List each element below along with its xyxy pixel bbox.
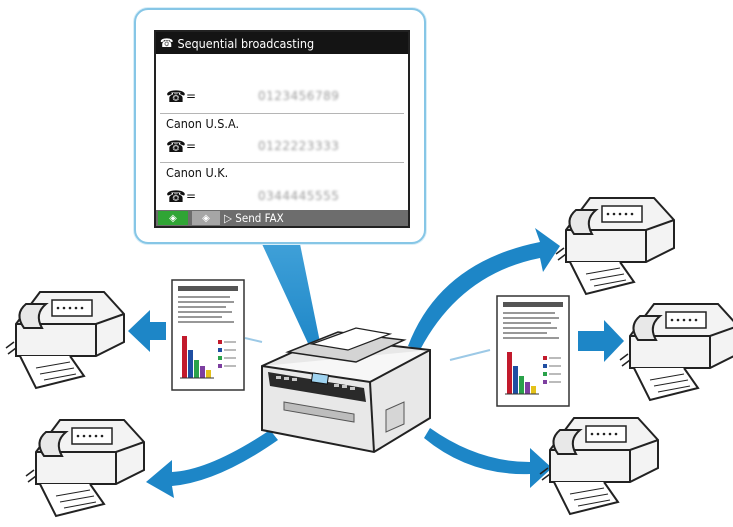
arrow-to-top-right-fax xyxy=(408,228,560,350)
fax-number: 0344445555 xyxy=(258,189,340,203)
document-icon xyxy=(496,295,570,407)
arrow-to-bottom-right-fax xyxy=(424,428,552,488)
broadcast-fax-icon: ☎ xyxy=(160,36,174,50)
lcd-title-bar: ☎ Sequential broadcasting xyxy=(156,32,408,54)
equals-sign: = xyxy=(186,139,197,153)
recipient-name: Canon U.K. xyxy=(166,165,229,180)
callout-beam xyxy=(262,244,322,352)
recipient-row-2[interactable]: ☎ = 0122223333 xyxy=(156,134,408,158)
arrow-to-right-fax xyxy=(578,320,624,362)
fax-machine-icon xyxy=(25,419,145,517)
phone-icon: ☎ xyxy=(166,186,186,206)
black-start-icon[interactable]: ◈ xyxy=(192,211,220,225)
phone-icon: ☎ xyxy=(166,86,186,106)
printer-icon xyxy=(261,327,431,454)
lcd-screen: ☎ Sequential broadcasting ☎ = 0123456789… xyxy=(154,30,410,228)
fax-machine-icon xyxy=(5,291,125,389)
fax-machine-icon xyxy=(619,303,733,401)
arrow-to-bottom-left-fax xyxy=(146,430,278,498)
fax-number: 0123456789 xyxy=(258,89,340,103)
recipient-row-3[interactable]: ☎ = 0344445555 xyxy=(156,184,408,208)
recipient-row-1[interactable]: ☎ = 0123456789 xyxy=(156,84,408,108)
send-arrow-icon: ▷ xyxy=(224,211,232,225)
phone-icon: ☎ xyxy=(166,136,186,156)
screen-title: Sequential broadcasting xyxy=(177,35,315,51)
fax-number: 0122223333 xyxy=(258,139,340,153)
color-start-icon[interactable]: ◈ xyxy=(158,211,188,225)
lcd-callout: ☎ Sequential broadcasting ☎ = 0123456789… xyxy=(134,8,426,244)
equals-sign: = xyxy=(186,89,197,103)
lcd-footer: ◈ ◈ ▷ Send FAX xyxy=(156,210,408,226)
fax-machine-icon xyxy=(555,197,675,295)
fax-machine-icon xyxy=(539,417,659,515)
equals-sign: = xyxy=(186,189,197,203)
send-fax-label: ▷ Send FAX xyxy=(224,211,284,225)
divider xyxy=(160,162,404,163)
send-fax-text: Send FAX xyxy=(235,211,284,225)
arrow-to-left-fax xyxy=(128,310,166,352)
document-icon xyxy=(171,279,245,391)
recipient-name: Canon U.S.A. xyxy=(166,116,240,131)
divider xyxy=(160,113,404,114)
